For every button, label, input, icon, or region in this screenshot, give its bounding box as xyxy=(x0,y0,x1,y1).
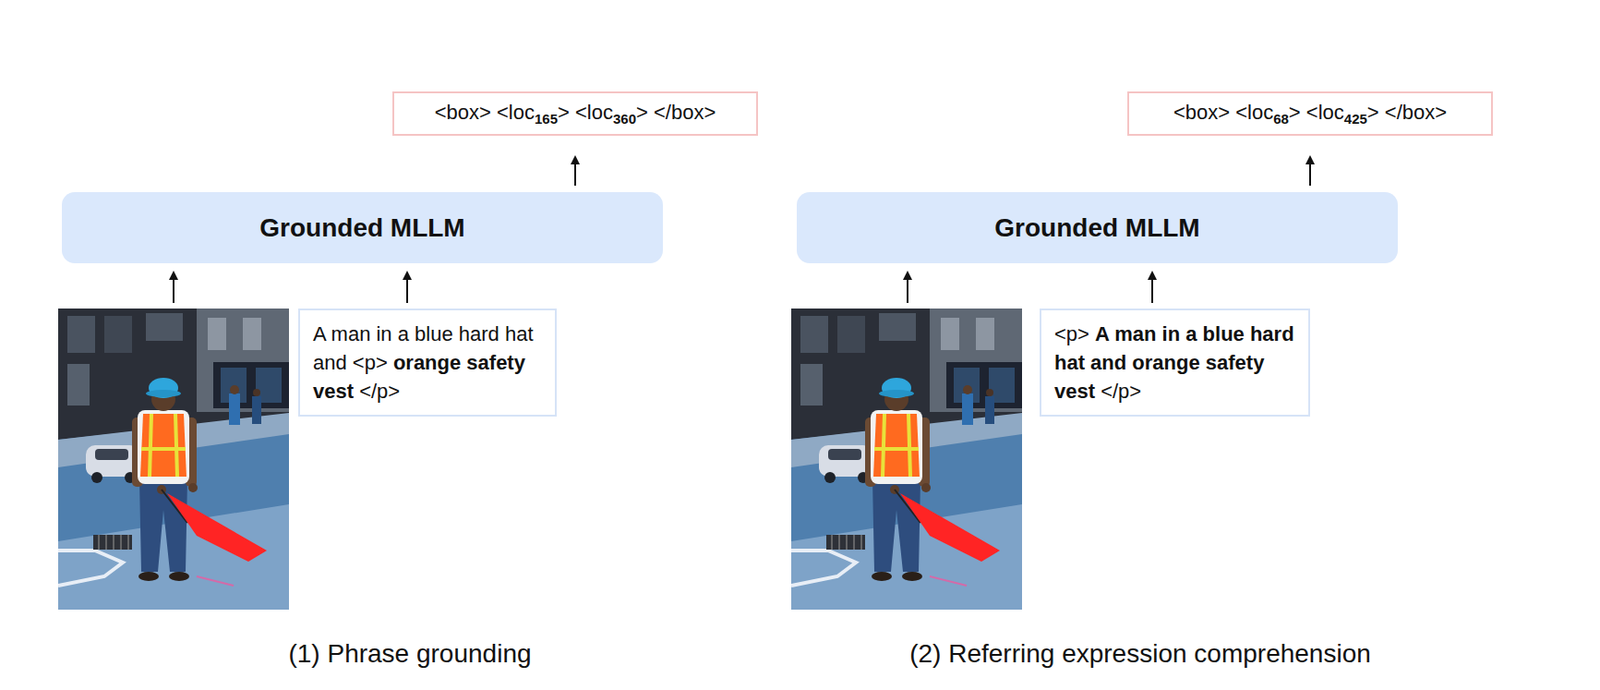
arrow-line xyxy=(406,277,409,303)
model-box: Grounded MLLM xyxy=(61,192,663,264)
node-text: A man in a blue hard hat and <p> orange … xyxy=(312,319,542,406)
node-text: <p> A man in a blue hard hat and orange … xyxy=(1054,319,1296,406)
node-text: <box> <loc165> <loc360> </box> xyxy=(434,100,717,127)
subscript-index: 425 xyxy=(1344,110,1368,127)
subscript-index: 68 xyxy=(1273,110,1289,127)
arrow-head xyxy=(402,270,412,280)
arrow-line xyxy=(1151,277,1154,303)
illustration-part xyxy=(906,277,909,303)
flow-arrow xyxy=(1147,270,1157,303)
panel-caption: (1) Phrase grounding xyxy=(288,638,531,669)
highlighted-phrase: A man in a blue hard hat and orange safe… xyxy=(1054,322,1295,403)
flow-arrow xyxy=(402,270,412,303)
arrow-line xyxy=(1309,162,1312,186)
input-text-box: <p> A man in a blue hard hat and orange … xyxy=(1039,308,1311,417)
arrow-head xyxy=(1305,155,1315,165)
image-arrow xyxy=(168,270,179,303)
subscript-index: 360 xyxy=(613,110,637,127)
subscript-index: 165 xyxy=(534,110,558,127)
illustration-part xyxy=(168,270,179,280)
model-box: Grounded MLLM xyxy=(796,192,1398,264)
arrow-line xyxy=(574,162,577,186)
panel-caption: (2) Referring expression comprehension xyxy=(909,638,1372,669)
illustration-part xyxy=(172,277,175,303)
output-box: <box> <loc165> <loc360> </box> xyxy=(392,91,758,136)
node-text: Grounded MLLM xyxy=(994,213,1200,243)
image-arrow xyxy=(902,270,913,303)
highlighted-phrase: orange safety vest xyxy=(312,350,526,403)
flow-arrow xyxy=(570,155,580,186)
node-text: <box> <loc68> <loc425> </box> xyxy=(1173,100,1447,127)
node-text: Grounded MLLM xyxy=(259,213,465,243)
street-photo xyxy=(791,308,1023,610)
arrow-head xyxy=(1147,270,1157,280)
street-photo xyxy=(58,308,289,610)
output-box: <box> <loc68> <loc425> </box> xyxy=(1127,91,1493,136)
flow-arrow xyxy=(1305,155,1315,186)
arrow-head xyxy=(570,155,580,165)
illustration-part xyxy=(902,270,913,280)
input-text-box: A man in a blue hard hat and <p> orange … xyxy=(298,308,557,417)
